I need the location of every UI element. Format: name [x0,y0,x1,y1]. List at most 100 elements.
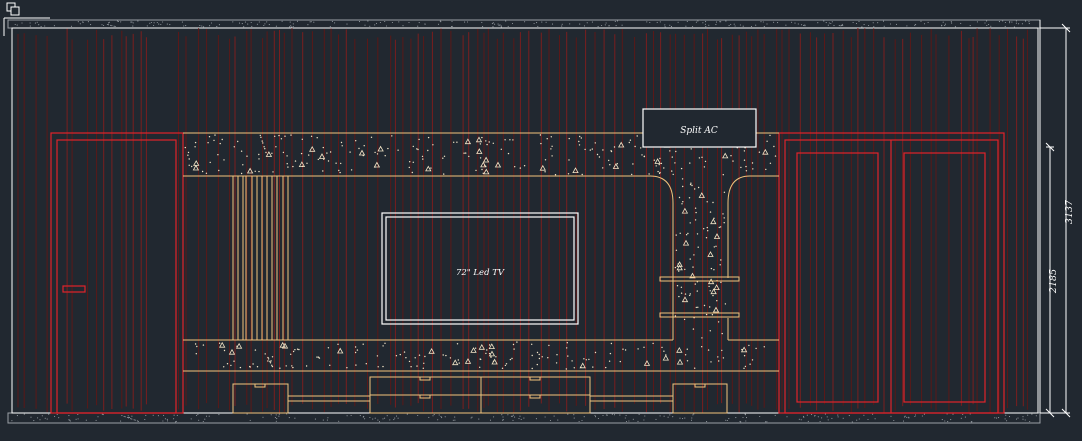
slab-speckle [290,25,292,27]
granite-speckle [749,363,751,365]
right-wardrobe[interactable] [778,132,1005,414]
granite-speckle [758,151,761,153]
granite-speckle [751,162,754,164]
granite-speckle [501,367,504,369]
granite-speckle [355,140,357,142]
slab-speckle [164,418,166,420]
granite-speckle [260,136,262,138]
slab-speckle [825,22,827,24]
granite-speckle [674,315,677,317]
slab-speckle [742,416,744,419]
split-ac[interactable] [642,108,757,148]
slab-speckle [275,420,277,422]
granite-speckle [598,156,601,158]
granite-speckle [661,346,663,349]
granite-speckle [640,147,642,149]
granite-speckle [292,350,295,353]
granite-speckle [705,237,708,239]
slab-speckle [837,416,839,418]
slab-speckle [858,418,860,420]
granite-speckle [272,171,274,173]
granite-speckle [565,368,567,370]
granite-speckle [318,357,321,359]
lower-shelf[interactable] [659,312,740,318]
upper-shelf[interactable] [659,276,740,282]
granite-speckle [773,145,775,148]
wardrobe-right-panel[interactable] [903,152,986,403]
slab-speckle [493,416,495,418]
granite-speckle [430,167,432,169]
slab-speckle [437,23,440,25]
slab-speckle [944,24,946,27]
granite-speckle [594,351,597,354]
granite-speckle [362,343,364,345]
tv-unit[interactable] [381,212,579,325]
granite-speckle [340,162,342,165]
slab-speckle [384,20,386,23]
granite-speckle [628,141,630,144]
slab-speckle [133,419,135,421]
slab-speckle [739,24,741,26]
tv-console[interactable] [232,376,728,414]
granite-speckle [732,160,734,162]
slab-speckle [786,416,788,418]
granite-speckle [681,203,683,205]
slab-speckle [715,24,717,26]
slab-speckle [157,415,159,417]
granite-speckle [678,270,680,272]
slab-speckle [124,416,126,418]
slab-speckle [625,420,628,423]
slab-speckle [670,26,673,28]
wardrobe-left-panel[interactable] [796,152,879,403]
slab-speckle [309,21,311,23]
granite-speckle [689,293,691,295]
slab-speckle [152,414,154,416]
slab-speckle [160,23,162,26]
granite-speckle [301,138,303,140]
slab-speckle [137,20,139,22]
slab-speckle [452,419,454,421]
slab-speckle [176,414,178,416]
slab-speckle [183,25,185,27]
granite-speckle [208,136,211,138]
granite-speckle [337,343,339,345]
slab-speckle [1022,416,1024,418]
granite-speckle [658,172,661,175]
granite-speckle [226,363,229,365]
granite-speckle [412,161,414,163]
granite-speckle [269,362,272,364]
slab-speckle [507,414,509,416]
granite-speckle [550,148,552,150]
granite-speckle [463,152,465,154]
slab-speckle [643,419,645,421]
granite-speckle [693,254,695,256]
granite-speckle [689,222,691,224]
slab-speckle [797,23,799,25]
slab-speckle [514,416,516,418]
granite-speckle [258,158,260,160]
slab-speckle [158,23,160,25]
granite-speckle [610,150,612,152]
slab-speckle [502,416,504,418]
granite-speckle [694,219,697,221]
slab-speckle [664,24,666,26]
slab-speckle [505,20,507,22]
granite-speckle [697,306,699,308]
granite-speckle [507,152,510,155]
slab-speckle [794,22,796,24]
slab-speckle [950,21,952,23]
door-handle[interactable] [62,285,86,293]
slab-speckle [858,20,860,22]
left-door[interactable] [50,132,184,414]
wall-shelves[interactable] [659,276,740,318]
granite-speckle [691,184,693,187]
slab-speckle [238,22,241,24]
granite-speckle [540,142,542,145]
slab-speckle [169,24,171,26]
slab-speckle [581,419,583,422]
granite-speckle [675,150,677,153]
granite-speckle [271,364,273,366]
granite-speckle [658,163,660,166]
slab-speckle [362,416,364,418]
